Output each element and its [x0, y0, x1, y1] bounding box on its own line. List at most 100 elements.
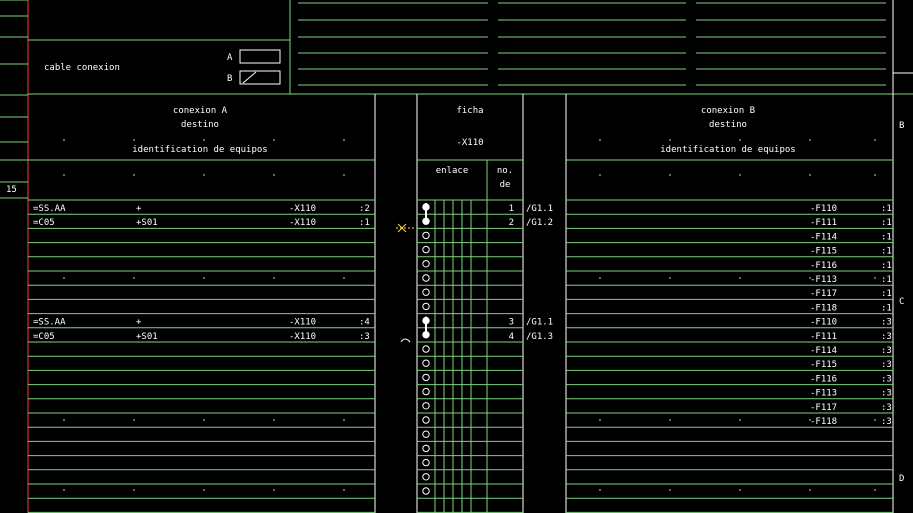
left-row-pin: :2: [359, 204, 370, 214]
grid-dot: [63, 277, 65, 279]
right-row-device: -F118: [810, 417, 837, 427]
grid-dot: [669, 489, 671, 491]
right-row-device: -F114: [810, 232, 837, 242]
zone-letter-d: D: [899, 474, 904, 484]
grid-dot: [273, 174, 275, 176]
grid-dot: [343, 489, 345, 491]
terminal-icon: [422, 487, 430, 495]
grid-dot: [343, 277, 345, 279]
grid-dot: [739, 277, 741, 279]
ficha-title: ficha: [456, 106, 483, 116]
zone-letter-c: C: [899, 297, 904, 307]
grid-dot: [874, 419, 876, 421]
grid-dot: [874, 174, 876, 176]
right-row-pin: :3: [881, 318, 892, 328]
grid-dot: [874, 489, 876, 491]
terminal-number: 1: [509, 204, 514, 214]
right-row-pin: :1: [881, 275, 892, 285]
grid-dot: [133, 277, 135, 279]
terminal-number: 4: [509, 332, 514, 342]
terminal-icon: [422, 245, 430, 254]
de-header: de: [500, 180, 511, 190]
right-row-device: -F117: [810, 403, 837, 413]
terminal-icon: [422, 373, 430, 382]
option-b-label: B: [227, 74, 232, 84]
terminal-icon: [422, 288, 430, 296]
grid-dot: [599, 489, 601, 491]
grid-dot: [669, 139, 671, 141]
left-row-device: -X110: [289, 318, 316, 328]
grid-dot: [809, 489, 811, 491]
right-row-pin: :1: [881, 303, 892, 313]
right-row-device: -F116: [810, 374, 837, 384]
grid-dot: [669, 419, 671, 421]
left-row-location: +S01: [136, 218, 158, 228]
right-row-device: -F110: [810, 318, 837, 328]
terminal-icon: [422, 402, 430, 410]
grid-dot: [599, 277, 601, 279]
left-row-destino: =SS.AA: [33, 204, 66, 214]
grid-dot: [669, 174, 671, 176]
terminal-icon: [422, 416, 430, 424]
left-row-device: -X110: [289, 204, 316, 214]
grid-dot: [739, 419, 741, 421]
grid-dot: [874, 277, 876, 279]
right-row-device: -F114: [810, 346, 837, 356]
terminal-icon: [422, 260, 430, 268]
right-row-pin: :3: [881, 389, 892, 399]
terminal-ref: /G1.1: [526, 204, 553, 214]
left-row-device: -X110: [289, 218, 316, 228]
conexion-b-destino: destino: [709, 120, 747, 130]
right-row-pin: :1: [881, 232, 892, 242]
grid-dot: [63, 139, 65, 141]
grid-dot: [203, 489, 205, 491]
terminal-icon: [422, 458, 430, 467]
grid-dot: [203, 277, 205, 279]
option-b-box[interactable]: [239, 70, 281, 85]
hook-marker-icon: [400, 338, 411, 343]
grid-dot: [739, 489, 741, 491]
right-row-device: -F118: [810, 303, 837, 313]
grid-dot: [343, 174, 345, 176]
grid-dot: [874, 139, 876, 141]
left-row-pin: :3: [359, 332, 370, 342]
option-a-box[interactable]: [239, 49, 281, 64]
right-row-device: -F111: [810, 332, 837, 342]
right-row-pin: :3: [881, 346, 892, 356]
grid-dot: [809, 419, 811, 421]
right-row-device: -F116: [810, 261, 837, 271]
right-row-device: -F115: [810, 247, 837, 257]
cross-marker-icon: [396, 223, 416, 233]
right-row-device: -F111: [810, 218, 837, 228]
right-row-pin: :1: [881, 218, 892, 228]
grid-dot: [273, 489, 275, 491]
grid-dot: [273, 419, 275, 421]
right-row-pin: :3: [881, 374, 892, 384]
grid-dot: [599, 419, 601, 421]
terminal-icon: [422, 444, 430, 453]
no-header: no.: [497, 166, 513, 176]
left-row-destino: =C05: [33, 218, 55, 228]
left-row-device: -X110: [289, 332, 316, 342]
grid-dot: [343, 139, 345, 141]
terminal-number: 3: [509, 318, 514, 328]
grid-dot: [599, 174, 601, 176]
grid-dot: [343, 419, 345, 421]
terminal-ref: /G1.1: [526, 318, 553, 328]
terminal-ref: /G1.2: [526, 218, 553, 228]
zone-letter-b: B: [899, 121, 904, 131]
option-a-label: A: [227, 53, 233, 63]
terminal-icon: [422, 274, 430, 282]
terminal-icon: [422, 473, 430, 481]
terminal-icon: [422, 387, 430, 396]
left-row-pin: :4: [359, 318, 370, 328]
grid-dot: [669, 277, 671, 279]
left-row-location: +: [136, 318, 142, 328]
left-row-pin: :1: [359, 218, 370, 228]
right-row-device: -F113: [810, 389, 837, 399]
terminal-icon: [422, 430, 430, 438]
terminal-ref: /G1.3: [526, 332, 553, 342]
left-row-location: +: [136, 204, 142, 214]
